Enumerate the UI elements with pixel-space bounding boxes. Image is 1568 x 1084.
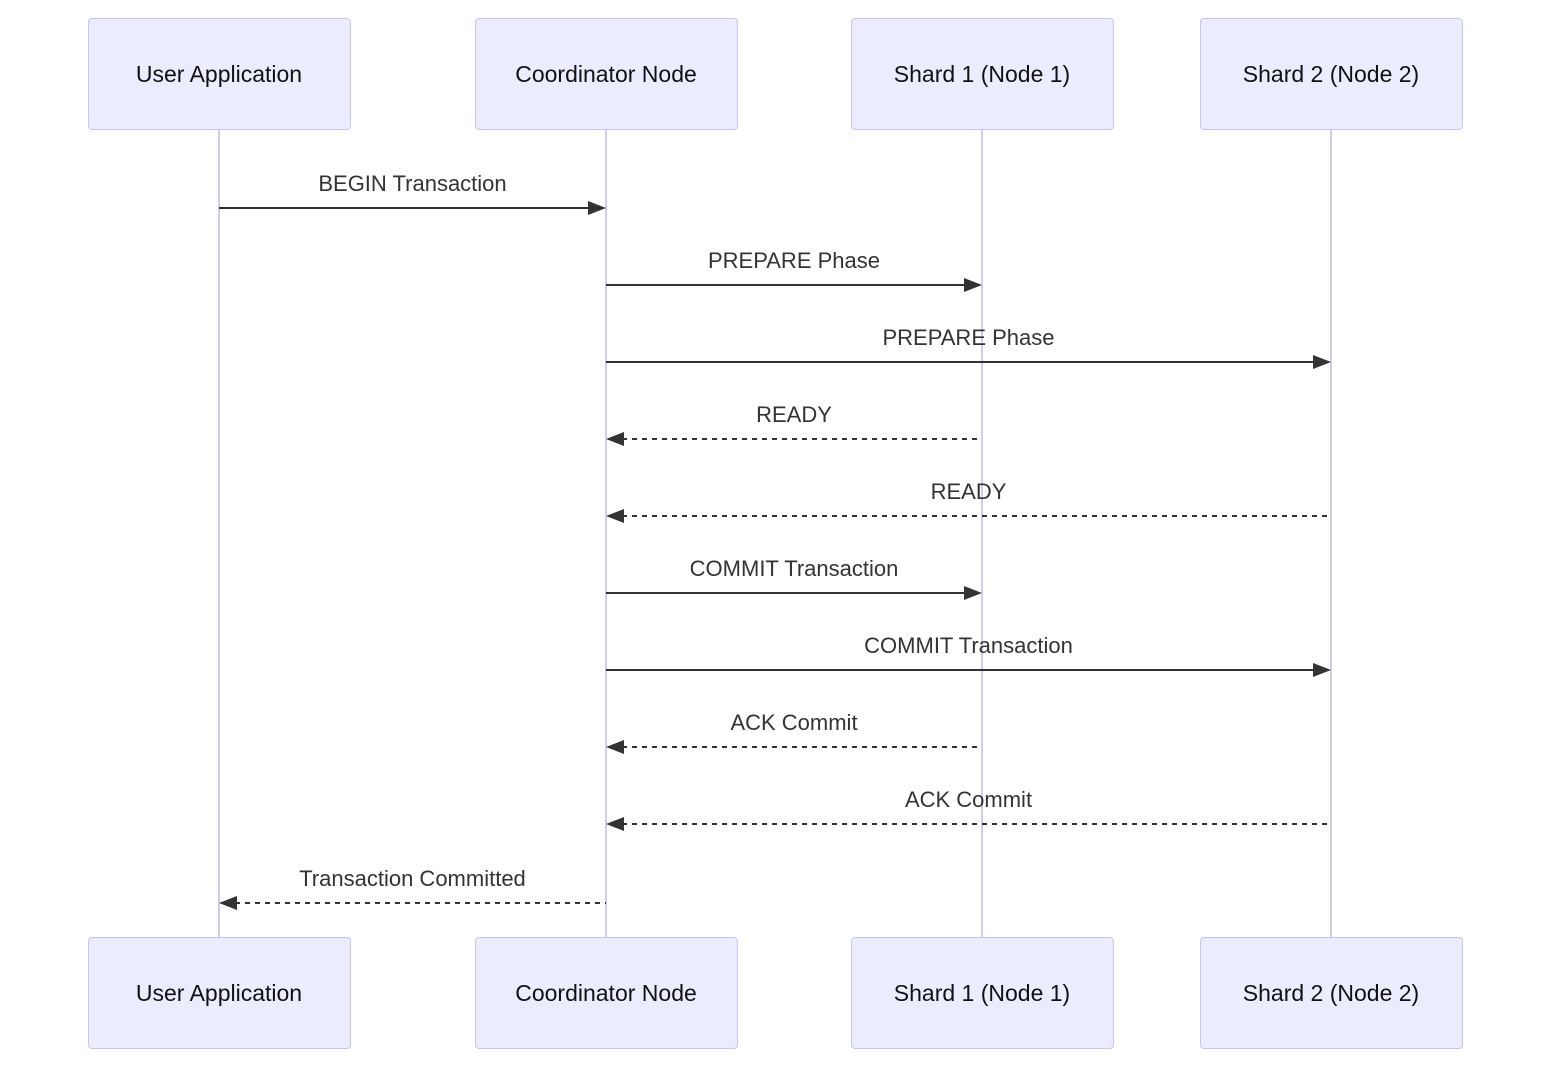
message-label-3: READY — [756, 402, 832, 427]
arrowhead-right-icon — [588, 201, 606, 215]
actor-box-shard-2-bottom: Shard 2 (Node 2) — [1199, 937, 1463, 1049]
lifeline-coordinator-node — [605, 130, 607, 937]
message-label-7: ACK Commit — [730, 710, 858, 735]
actor-box-shard-2-top: Shard 2 (Node 2) — [1199, 18, 1463, 130]
message-label-6: COMMIT Transaction — [864, 633, 1073, 658]
arrowhead-left-icon — [606, 817, 624, 831]
arrowhead-left-icon — [606, 509, 624, 523]
actor-box-shard-1-top: Shard 1 (Node 1) — [850, 18, 1114, 130]
message-line-1 — [606, 284, 966, 286]
actor-label-shard-2-top: Shard 2 (Node 2) — [1242, 60, 1420, 87]
message-label-5: COMMIT Transaction — [689, 556, 899, 581]
arrowhead-left-icon — [606, 432, 624, 446]
message-label-0: BEGIN Transaction — [318, 171, 507, 196]
arrowhead-right-icon — [1313, 663, 1331, 677]
message-line-3 — [622, 438, 982, 440]
message-line-8 — [622, 823, 1331, 825]
lifeline-user-application — [218, 130, 220, 937]
actor-box-shard-1-bottom: Shard 1 (Node 1) — [850, 937, 1114, 1049]
message-label-8: ACK Commit — [904, 787, 1033, 812]
lifeline-shard-2 — [1330, 130, 1332, 937]
arrowhead-left-icon — [606, 740, 624, 754]
message-label-9: Transaction Committed — [299, 866, 526, 891]
arrowhead-right-icon — [964, 278, 982, 292]
actor-label-coordinator-node-top: Coordinator Node — [515, 60, 697, 87]
message-label-1: PREPARE Phase — [707, 248, 880, 273]
arrowhead-right-icon — [964, 586, 982, 600]
lifeline-shard-1 — [981, 130, 983, 937]
message-line-5 — [606, 592, 966, 594]
message-line-6 — [606, 669, 1315, 671]
actor-label-shard-1-bottom: Shard 1 (Node 1) — [893, 979, 1071, 1006]
actor-label-user-application-top: User Application — [135, 60, 303, 87]
actor-label-coordinator-node-bottom: Coordinator Node — [515, 979, 697, 1006]
actor-label-user-application-bottom: User Application — [135, 979, 303, 1006]
message-line-7 — [622, 746, 982, 748]
arrowhead-right-icon — [1313, 355, 1331, 369]
message-line-4 — [622, 515, 1331, 517]
actor-box-user-application-bottom: User Application — [87, 937, 351, 1049]
message-label-4: READY — [930, 479, 1007, 504]
message-line-2 — [606, 361, 1315, 363]
actor-box-user-application-top: User Application — [87, 18, 351, 130]
actor-box-coordinator-node-top: Coordinator Node — [474, 18, 738, 130]
message-line-0 — [219, 207, 590, 209]
actor-box-coordinator-node-bottom: Coordinator Node — [474, 937, 738, 1049]
actor-label-shard-1-top: Shard 1 (Node 1) — [893, 60, 1071, 87]
arrowhead-left-icon — [219, 896, 237, 910]
message-line-9 — [235, 902, 606, 904]
actor-label-shard-2-bottom: Shard 2 (Node 2) — [1242, 979, 1420, 1006]
message-label-2: PREPARE Phase — [882, 325, 1055, 350]
